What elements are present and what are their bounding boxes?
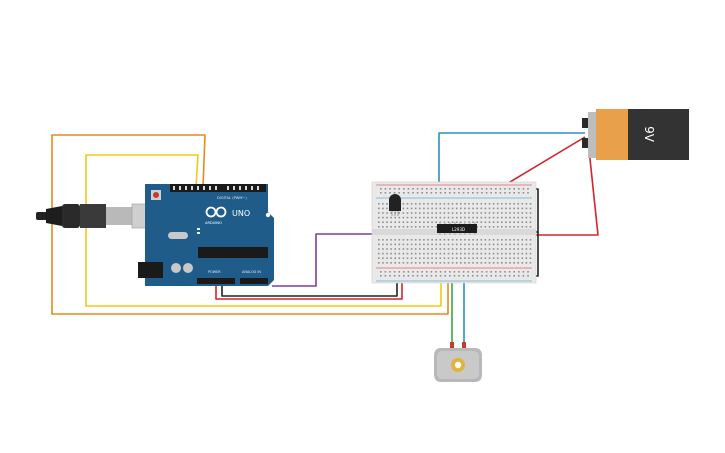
arduino-uno-board[interactable]: DIGITAL (PWM~) UNO ARDUINO POWER ANALOG … — [138, 184, 274, 286]
digital-pins — [173, 186, 259, 190]
wire-blue-battery[interactable] — [438, 132, 585, 187]
power-header-label: POWER — [208, 270, 221, 274]
wire-black-gnd[interactable] — [221, 278, 398, 297]
arduino-logo-text: ARDUINO — [205, 221, 222, 225]
motor-driver-chip[interactable]: L293D — [437, 222, 477, 235]
transistor-icon[interactable] — [389, 194, 401, 216]
capacitor — [183, 263, 193, 273]
wire-orange[interactable] — [51, 134, 449, 315]
motor-driver-label: L293D — [452, 227, 465, 232]
wire-yellow[interactable] — [85, 154, 442, 307]
analog-header-label: ANALOG IN — [242, 270, 261, 274]
digital-header-label: DIGITAL (PWM~) — [217, 196, 247, 200]
usb-cable-icon[interactable] — [36, 203, 159, 229]
wire-red-5v[interactable] — [215, 276, 403, 300]
power-jack[interactable] — [138, 262, 163, 278]
battery-icon[interactable]: 9V — [582, 109, 689, 160]
analog-header[interactable] — [240, 278, 268, 284]
capacitor — [171, 263, 181, 273]
digital-header[interactable] — [170, 184, 266, 192]
atmega-chip — [198, 247, 268, 258]
battery-label: 9V — [642, 126, 656, 143]
crystal — [168, 232, 188, 239]
dc-motor-icon[interactable] — [434, 342, 482, 382]
arduino-logo-icon — [205, 206, 227, 218]
power-header[interactable] — [197, 278, 235, 284]
arduino-brand: UNO — [232, 209, 250, 218]
